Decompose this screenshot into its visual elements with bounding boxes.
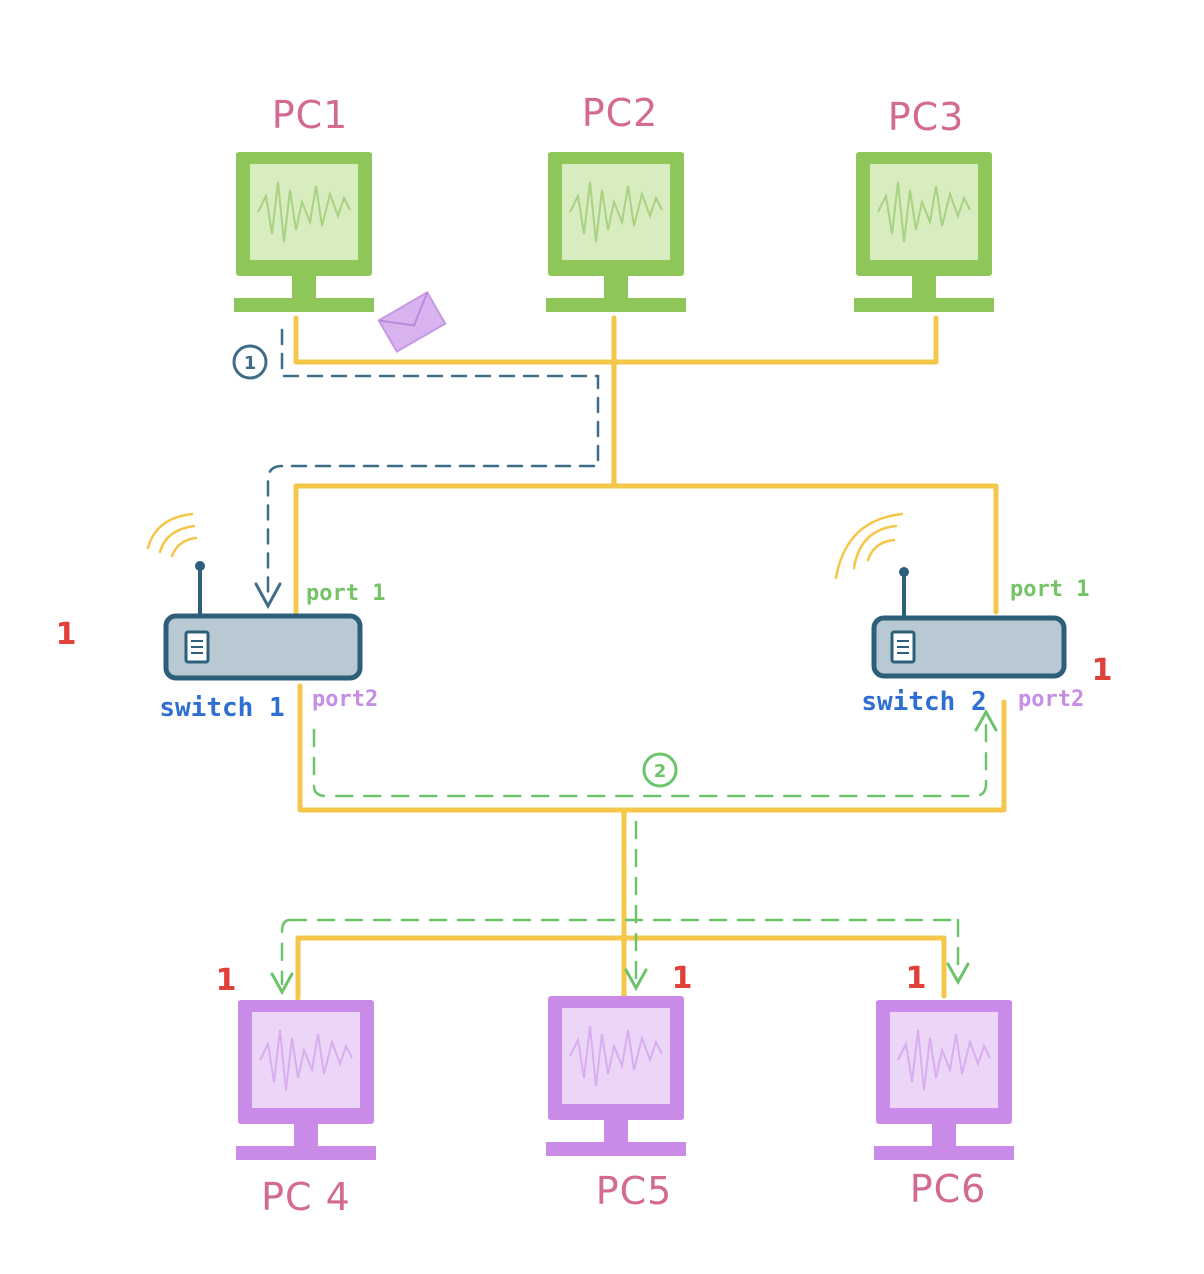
pc4[interactable] [236, 1000, 376, 1160]
pc3-label: PC3 [888, 95, 965, 139]
antenna-tip [195, 561, 205, 571]
switch-1-counter: 1 [56, 617, 77, 652]
step-2-circle [642, 752, 678, 788]
monitor-icon [874, 1000, 1014, 1160]
switch-1-port2-label: port2 [312, 687, 378, 712]
path-step-1 [266, 328, 600, 598]
envelope-icon [377, 291, 447, 353]
path-step-2-arrowhead-pc5 [624, 968, 648, 992]
pc4-label: PC 4 [261, 1175, 351, 1219]
monitor-icon [234, 152, 374, 312]
switch-1-body [163, 613, 363, 681]
document-icon [890, 630, 916, 664]
step-1-circle [232, 344, 268, 380]
pc6-counter: 1 [906, 961, 927, 996]
switch-2-counter: 1 [1092, 653, 1113, 688]
switch-2-port2-label: port2 [1018, 687, 1084, 712]
monitor-icon [236, 1000, 376, 1160]
monitor-icon [854, 152, 994, 312]
switch-1-port1-label: port 1 [306, 581, 385, 606]
step-1-marker: 1 [232, 344, 268, 380]
pc1[interactable] [234, 152, 374, 312]
cables [293, 315, 1007, 1001]
pc3[interactable] [854, 152, 994, 312]
wifi-signal-icon [146, 512, 198, 558]
step-1-number: 1 [244, 353, 257, 374]
switch-1-label: switch 1 [159, 693, 284, 723]
wifi-signal-icon [834, 512, 904, 580]
path-step-2-line [312, 720, 988, 798]
monitor-icon [546, 996, 686, 1156]
pc4-counter: 1 [216, 963, 237, 998]
antenna-tip [899, 567, 909, 577]
path-step-2 [280, 720, 988, 986]
switch-2[interactable] [834, 512, 1067, 679]
document-icon [184, 630, 210, 664]
switch-2-body [871, 615, 1067, 679]
path-step-2-arrowhead-switch2 [974, 708, 998, 732]
path-step-2-arrowhead-pc4 [270, 972, 294, 996]
pc5-label: PC5 [596, 1169, 673, 1213]
pc5[interactable] [546, 996, 686, 1156]
pc2[interactable] [546, 152, 686, 312]
path-step-2-arrowhead-pc6 [946, 962, 970, 986]
pc2-label: PC2 [582, 91, 659, 135]
pc6-label: PC6 [910, 1167, 987, 1211]
path-step-1-arrowhead [254, 582, 282, 610]
switch-2-port1-label: port 1 [1010, 577, 1089, 602]
pc6[interactable] [874, 1000, 1014, 1160]
pc1-label: PC1 [272, 93, 349, 137]
switch-2-label: switch 2 [861, 687, 986, 717]
step-2-marker: 2 [642, 752, 678, 788]
switch-1[interactable] [146, 512, 363, 681]
path-step-2-left-drop [280, 918, 292, 986]
monitor-icon [546, 152, 686, 312]
pc5-counter: 1 [672, 961, 693, 996]
step-2-number: 2 [654, 761, 667, 782]
path-step-1-line [266, 328, 600, 598]
